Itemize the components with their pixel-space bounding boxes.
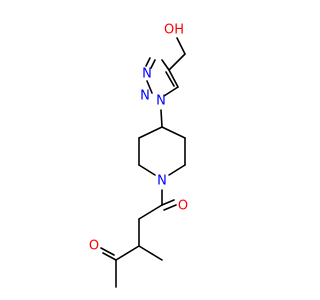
bond-ch-methyl xyxy=(138,245,163,261)
atom-label-n-triazole-1: N xyxy=(156,94,166,109)
bond-c4-ch2 xyxy=(168,53,186,71)
atom-label-n-triazole-3: N xyxy=(142,67,152,82)
bond-ketone-co xyxy=(102,252,117,261)
bond-c4-c5 xyxy=(168,69,179,88)
bond-pip-n-c6 xyxy=(138,164,156,176)
atom-label-n-piperidine: N xyxy=(157,174,167,189)
bond-ch-ketone-c xyxy=(115,245,140,261)
bond-amide-co xyxy=(161,199,175,206)
atom-label-oh: OH xyxy=(164,23,184,38)
atom-label-o-amide: O xyxy=(178,199,188,214)
bond-n1-pipc4 xyxy=(160,109,163,128)
bonds xyxy=(100,37,186,288)
bond-n3-c4 xyxy=(161,59,170,71)
bond-ketone-co-double xyxy=(100,247,115,256)
bond-c5-n1 xyxy=(163,86,179,97)
bond-n2-n3-double xyxy=(150,59,156,69)
atom-label-n-triazole-2: N xyxy=(140,89,150,104)
bond-pip-c2-n xyxy=(168,164,186,176)
bond-ch2-oh xyxy=(176,37,186,55)
molecule-structure: OH N N N N O O xyxy=(89,23,188,288)
atom-labels: OH N N N N O O xyxy=(89,23,188,254)
bond-n2-n3 xyxy=(145,57,151,67)
bond-c4-c5-double xyxy=(165,71,175,87)
atom-label-o-ketone: O xyxy=(89,239,99,254)
bond-pip-c4-c3 xyxy=(161,126,186,139)
bond-n1-n2 xyxy=(146,80,153,94)
bond-carbonyl-ch2 xyxy=(138,204,163,220)
bond-amide-co-double xyxy=(163,204,177,211)
bond-pip-c5-c4 xyxy=(138,126,163,139)
